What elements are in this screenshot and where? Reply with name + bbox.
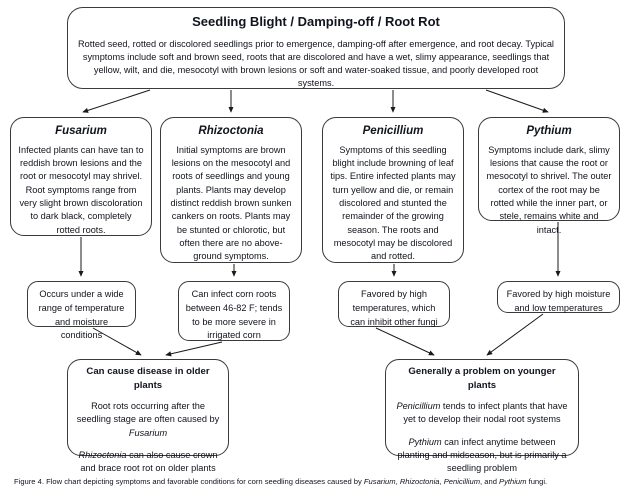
caption-sep-1: , — [395, 477, 400, 486]
fusarium-symptoms: Infected plants can have tan to reddish … — [18, 144, 144, 235]
caption-species-2: Rhizoctonia — [399, 477, 440, 486]
summary-younger-title: Generally a problem on younger plants — [408, 366, 556, 391]
condition-pythium-text: Favored by high moisture and low tempera… — [506, 289, 611, 313]
edge-cond-pythium-to-younger — [486, 313, 544, 356]
caption-suffix: fungi. — [526, 477, 548, 486]
edge-cond-rhizoctonia-to-older — [165, 341, 223, 357]
node-summary-younger-plants: Generally a problem on younger plants Pe… — [385, 359, 579, 473]
figure-caption: Figure 4. Flow chart depicting symptoms … — [14, 477, 614, 487]
caption-species-3: Penicillium — [443, 477, 481, 486]
node-seedling-blight: Seedling Blight / Damping-off / Root Rot… — [67, 7, 565, 89]
node-summary-older-plants: Can cause disease in older plants Root r… — [67, 359, 229, 473]
rhizoctonia-symptoms: Initial symptoms are brown lesions on th… — [170, 144, 292, 262]
penicillium-title: Penicillium — [362, 125, 424, 137]
summary-younger-para1-post: tends to infect plants that have yet to … — [403, 400, 568, 425]
rhizoctonia-title: Rhizoctonia — [198, 125, 264, 137]
node-rhizoctonia: Rhizoctonia Initial symptoms are brown l… — [160, 117, 302, 263]
summary-older-para2: Rhizoctonia can also cause crown and bra… — [76, 449, 220, 476]
summary-younger-para2: Pythium can infect anytime between plant… — [394, 436, 570, 476]
node-condition-pythium: Favored by high moisture and low tempera… — [497, 281, 620, 313]
fusarium-title: Fusarium — [55, 125, 107, 137]
summary-younger-para2-post: can infect anytime between planting and … — [397, 436, 567, 474]
summary-older-para1-species: Fusarium — [128, 427, 168, 438]
node-condition-fusarium: Occurs under a wide range of temperature… — [27, 281, 136, 340]
caption-sep-3: , and — [480, 477, 500, 486]
node-condition-rhizoctonia: Can infect corn roots between 46-82 F; t… — [178, 281, 290, 341]
summary-younger-para2-species: Pythium — [408, 436, 442, 447]
condition-penicillium-text: Favored by high temperatures, which can … — [350, 289, 438, 327]
summary-younger-para1: Penicillium tends to infect plants that … — [394, 400, 570, 427]
penicillium-symptoms: Symptoms of this seedling blight include… — [330, 144, 456, 262]
pythium-title: Pythium — [526, 125, 572, 137]
node-penicillium: Penicillium Symptoms of this seedling bl… — [322, 117, 464, 263]
edge-root-to-fusarium — [82, 89, 151, 113]
edge-cond-penicillium-to-younger — [375, 327, 435, 356]
node-condition-penicillium: Favored by high temperatures, which can … — [338, 281, 450, 327]
pythium-symptoms: Symptoms include dark, slimy lesions tha… — [486, 144, 612, 235]
summary-older-title: Can cause disease in older plants — [86, 366, 210, 391]
root-title: Seedling Blight / Damping-off / Root Rot — [192, 14, 440, 29]
caption-sep-2: , — [439, 477, 444, 486]
condition-rhizoctonia-text: Can infect corn roots between 46-82 F; t… — [185, 289, 283, 341]
summary-older-para1-pre: Root rots occurring after the seedling s… — [76, 400, 220, 425]
caption-species-4: Pythium — [499, 477, 527, 486]
summary-older-para2-post: can also cause crown and brace root rot … — [80, 449, 218, 474]
node-pythium: Pythium Symptoms include dark, slimy les… — [478, 117, 620, 235]
root-body: Rotted seed, rotted or discolored seedli… — [78, 38, 554, 88]
summary-older-para2-species: Rhizoctonia — [78, 449, 127, 460]
edge-root-to-pythium — [485, 89, 549, 113]
node-fusarium: Fusarium Infected plants can have tan to… — [10, 117, 152, 236]
summary-younger-para1-species: Penicillium — [396, 400, 441, 411]
condition-fusarium-text: Occurs under a wide range of temperature… — [38, 289, 125, 341]
summary-older-para1: Root rots occurring after the seedling s… — [76, 400, 220, 440]
caption-prefix: Figure 4. Flow chart depicting symptoms … — [14, 477, 364, 486]
caption-species-1: Fusarium — [363, 477, 396, 486]
